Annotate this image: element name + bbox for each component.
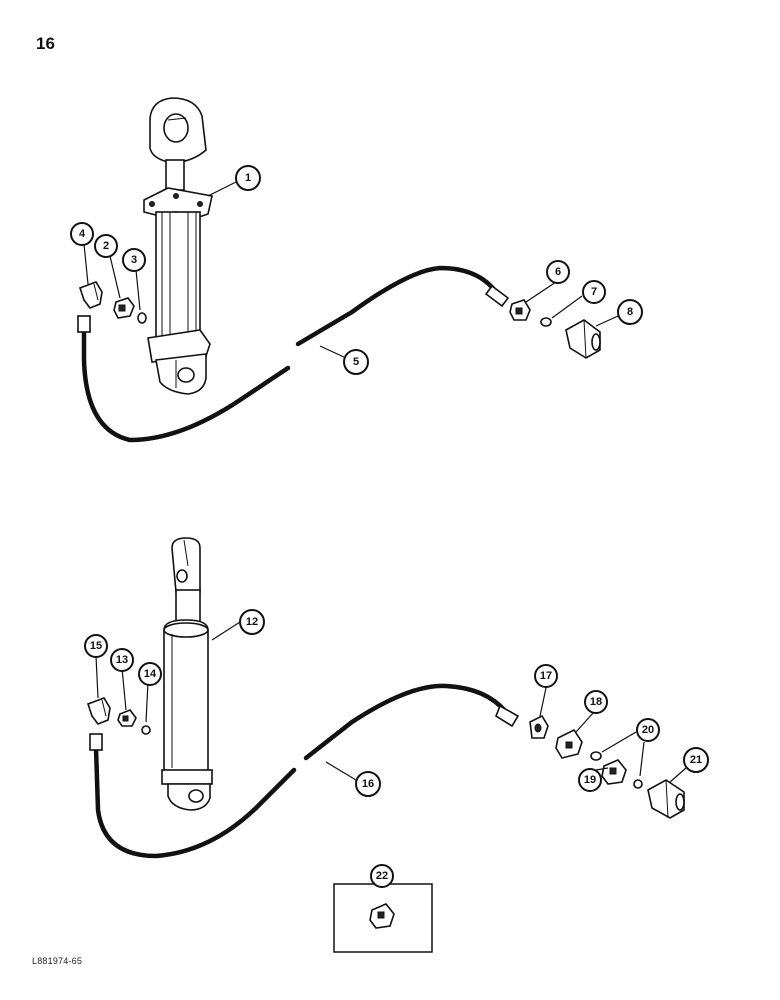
svg-text:14: 14 [144,668,157,680]
svg-text:18: 18 [590,696,602,708]
figure-code: L881974-65 [32,956,83,966]
hydraulic-hose-upper [77,265,510,443]
callout-14: 14 [138,662,162,686]
callout-22: 22 [370,864,394,888]
callout-13: 13 [110,648,134,672]
o-ring-7 [540,317,552,327]
svg-text:19: 19 [584,774,596,786]
o-ring-3 [137,312,147,324]
svg-text:15: 15 [90,640,102,652]
elbow-fitting-15 [86,697,111,725]
callout-19: 19 [578,768,602,792]
adapter-fitting-6 [509,299,531,321]
hydraulic-hose-lower [89,683,520,859]
svg-text:17: 17 [540,670,552,682]
svg-text:6: 6 [555,266,561,278]
svg-text:8: 8 [627,306,633,318]
hydraulic-cylinder-round [161,537,213,811]
svg-text:21: 21 [690,754,702,766]
svg-text:1: 1 [245,172,251,184]
svg-text:3: 3 [131,254,137,266]
svg-text:2: 2 [103,240,109,252]
cap-fitting-17 [529,714,549,739]
svg-text:22: 22 [376,870,388,882]
callout-4: 4 [70,222,94,246]
svg-text:20: 20 [642,724,654,736]
callout-20: 20 [636,718,660,742]
adapter-fitting-19 [601,759,627,785]
callout-21: 21 [683,747,709,773]
hydraulic-cylinder-tie-rod [143,97,213,395]
page-number: 16 [36,34,55,53]
callout-18: 18 [584,690,608,714]
callout-5: 5 [343,349,369,375]
callout-1: 1 [235,165,261,191]
adapter-fitting-2 [113,297,135,319]
o-ring-14 [141,725,151,735]
callout-15: 15 [84,634,108,658]
inset-box [333,883,433,953]
callout-16: 16 [355,771,381,797]
callout-12: 12 [239,609,265,635]
callout-8: 8 [617,299,643,325]
callout-7: 7 [582,280,606,304]
svg-text:4: 4 [79,228,86,240]
adapter-fitting-13 [117,709,137,727]
svg-text:16: 16 [362,778,374,790]
o-ring-20a [590,751,602,761]
adapter-fitting-18 [555,728,583,759]
elbow-fitting-4 [78,281,103,309]
callout-6: 6 [546,260,570,284]
svg-text:12: 12 [246,616,258,628]
svg-text:7: 7 [591,286,597,298]
callout-2: 2 [94,234,118,258]
quick-coupler-8 [565,319,601,359]
callout-17: 17 [534,664,558,688]
quick-coupler-21 [647,779,685,819]
callout-3: 3 [122,248,146,272]
svg-text:13: 13 [116,654,128,666]
svg-text:5: 5 [353,356,359,368]
o-ring-20b [633,779,643,789]
